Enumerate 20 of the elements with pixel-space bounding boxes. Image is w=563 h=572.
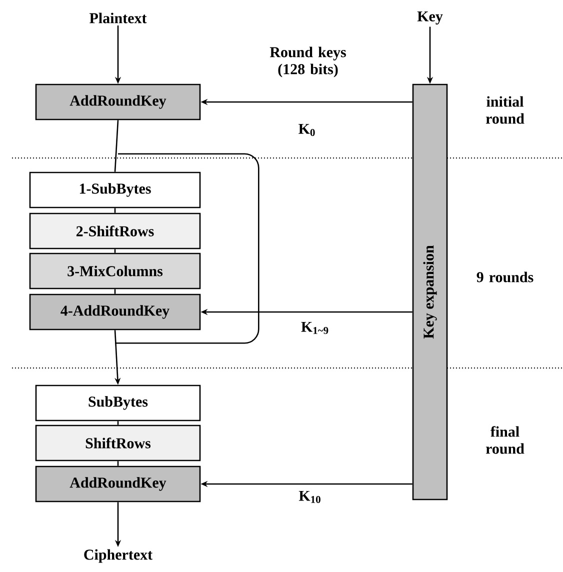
loop-line (115, 153, 260, 344)
process-box: SubBytes (35, 384, 201, 422)
edge-label: K$_{0}$ (298, 124, 315, 136)
io-label: Key (417, 11, 443, 25)
process-box: ShiftRows (35, 424, 201, 462)
io-label: Ciphertext (84, 549, 152, 563)
process-box: 3-MixColumns (29, 252, 201, 290)
io-label: Plaintext (90, 12, 147, 24)
key-expansion-bar: Key expansion (412, 84, 448, 500)
process-box: AddRoundKey (35, 466, 201, 502)
process-box: AddRoundKey (35, 84, 201, 120)
process-box: 4-AddRoundKey (29, 294, 201, 330)
note-label: 9 rounds (476, 272, 534, 282)
note-label: Round keys (128 bits) (270, 46, 346, 78)
note-label: initial round (486, 96, 524, 124)
process-box: 2-ShiftRows (29, 212, 201, 250)
process-box: 1-SubBytes (29, 172, 201, 208)
edge-label: K$_{10}$ (298, 490, 320, 504)
note-label: final round (486, 426, 524, 454)
edge-label: K$_{1~9}$ (301, 322, 328, 334)
